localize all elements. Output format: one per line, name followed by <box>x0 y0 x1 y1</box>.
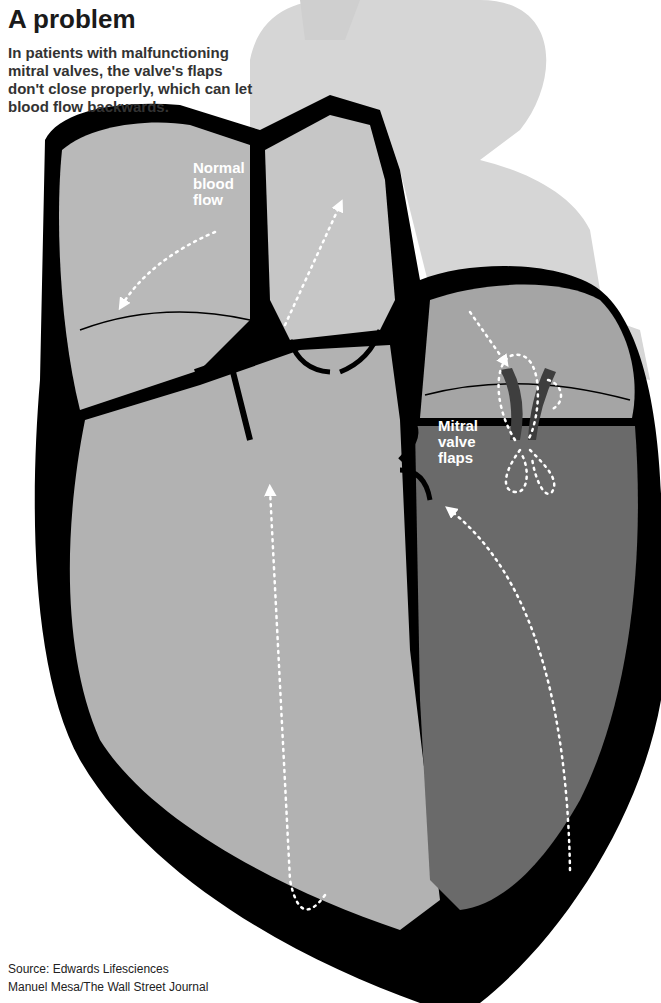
flow-arrow <box>470 312 505 362</box>
mitral-flap <box>500 368 523 440</box>
valve-line <box>80 312 250 330</box>
vessel <box>300 0 360 40</box>
left-atrium <box>420 285 635 418</box>
regurgitation-loop <box>506 450 527 492</box>
regurgitation-loop <box>499 355 538 440</box>
outflow-chamber <box>265 115 395 340</box>
regurgitation-loop <box>548 380 561 410</box>
flow-arrow <box>285 205 340 325</box>
part-label: Mitral valve flaps <box>438 418 498 465</box>
pulmonary-valve <box>290 330 380 372</box>
credit-note: Manuel Mesa/The Wall Street Journal <box>8 980 208 994</box>
valve-line <box>425 384 630 400</box>
subtitle: In patients with malfunctioning mitral v… <box>8 44 253 116</box>
left-ventricle <box>415 426 638 910</box>
flow-arrow <box>270 490 325 909</box>
regurgitation-loop <box>530 450 554 494</box>
source-note: Source: Edwards Lifesciences <box>8 962 169 976</box>
tricuspid-valve <box>195 360 250 440</box>
flow-arrow <box>450 510 570 870</box>
flow-label: Normal blood flow <box>193 160 255 207</box>
title: A problem <box>8 4 136 35</box>
flow-arrow <box>122 232 215 305</box>
right-ventricle <box>70 345 440 930</box>
aortic-valve <box>400 426 430 500</box>
heart-wall <box>35 95 661 1003</box>
